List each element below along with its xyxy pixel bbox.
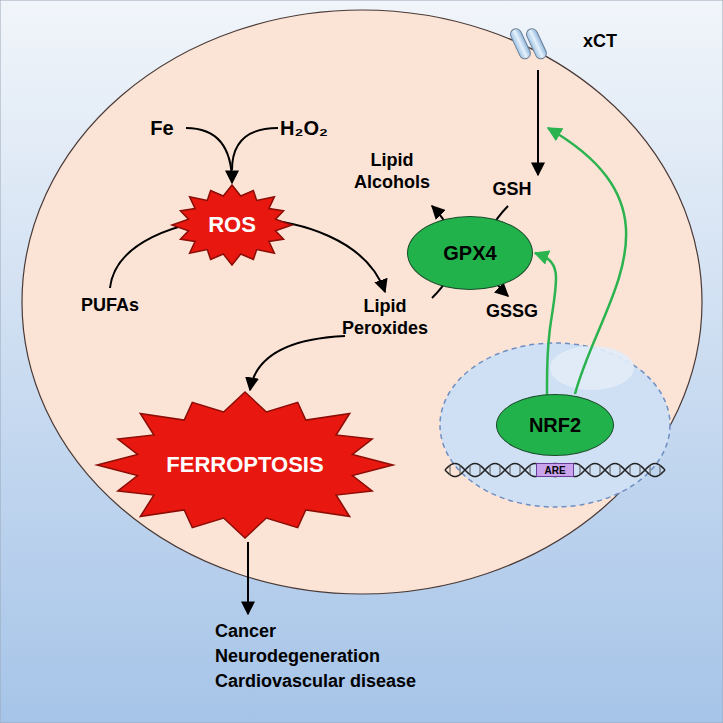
base-pair xyxy=(630,465,631,475)
cell-outline xyxy=(22,10,702,594)
base-pair xyxy=(590,465,591,475)
base-pair xyxy=(460,465,461,475)
node-label: ARE xyxy=(544,465,565,476)
base-pair xyxy=(490,465,491,475)
text-label: Fe xyxy=(150,116,173,140)
ferroptosis-burst: FERROPTOSIS xyxy=(95,390,395,540)
nucleus xyxy=(440,343,670,507)
text-label: Cardiovascular disease xyxy=(215,671,416,693)
text-label: GSH xyxy=(492,179,531,201)
text-label: GSSG xyxy=(486,301,538,323)
response-element: ARE xyxy=(536,463,574,477)
node-label: ROS xyxy=(208,213,256,237)
text-label: H₂O₂ xyxy=(280,116,328,140)
text-label: Cancer xyxy=(215,621,276,643)
transcription-factor: NRF2 xyxy=(496,394,614,456)
base-pair xyxy=(650,465,651,475)
reaction-arrows xyxy=(110,70,538,614)
activation-arrow xyxy=(535,253,556,395)
base-pair xyxy=(520,465,521,475)
nucleolus xyxy=(550,346,634,390)
text-label: Neurodegeneration xyxy=(215,646,380,668)
node-label: GPX4 xyxy=(443,242,496,264)
node-label: NRF2 xyxy=(529,414,581,436)
node-label: FERROPTOSIS xyxy=(166,453,323,477)
text-label: xCT xyxy=(583,31,617,53)
base-pair xyxy=(620,465,621,475)
text-label: Lipid Alcohols xyxy=(347,150,437,193)
base-pair xyxy=(510,465,511,475)
base-pair xyxy=(480,465,481,475)
base-pair xyxy=(610,465,611,475)
base-pair xyxy=(640,465,641,475)
base-pair xyxy=(500,465,501,475)
regulation-arrow xyxy=(548,128,626,394)
base-pair xyxy=(450,465,451,475)
dna-strand xyxy=(445,463,665,476)
base-pair xyxy=(580,465,581,475)
ros-burst: ROS xyxy=(170,183,294,267)
text-label: PUFAs xyxy=(81,295,139,317)
base-pair xyxy=(600,465,601,475)
base-pair xyxy=(660,465,661,475)
base-pair xyxy=(470,465,471,475)
base-pair xyxy=(530,465,531,475)
dna-helix xyxy=(445,463,665,476)
xct-transporter xyxy=(509,27,548,61)
dna-strand xyxy=(445,463,665,476)
enzyme-ellipse: GPX4 xyxy=(407,216,533,290)
text-label: Lipid Peroxides xyxy=(338,296,433,339)
